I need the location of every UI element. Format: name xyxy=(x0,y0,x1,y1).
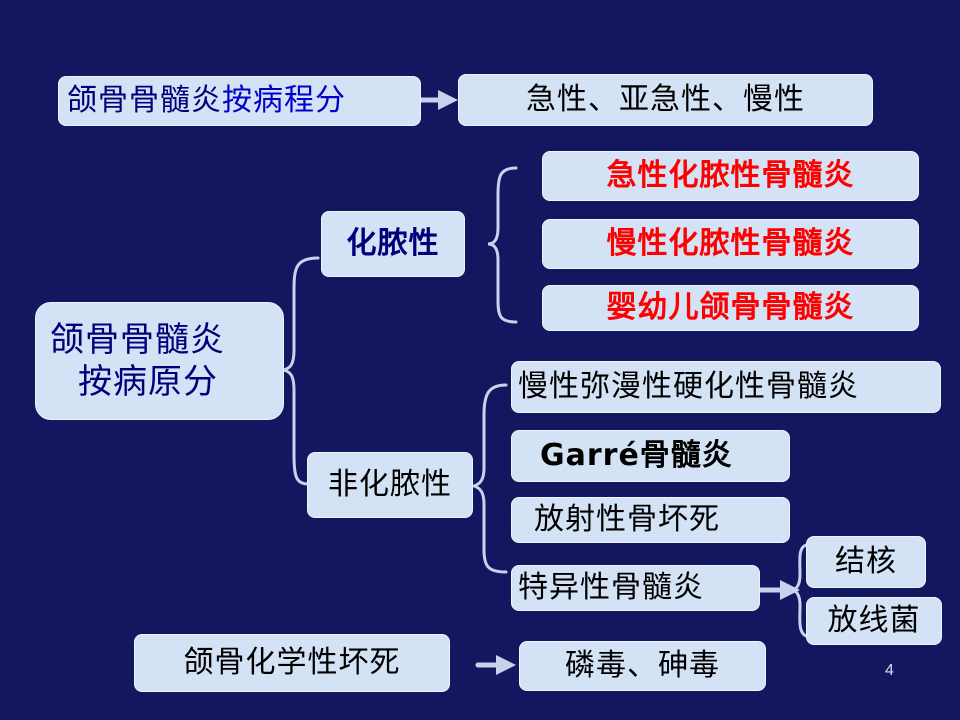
non-suppurative-child-specific-label: 特异性骨髓炎 xyxy=(518,570,704,605)
bracket-suppurative xyxy=(487,166,518,324)
non-suppurative-child-garre-label: Garré骨髓炎 xyxy=(540,438,733,473)
bracket-main xyxy=(279,256,320,486)
non-suppurative-child-radiation-label: 放射性骨坏死 xyxy=(534,502,720,537)
by-course-label: 按病程分 xyxy=(222,83,346,118)
non-suppurative-child-radiation: 放射性骨坏死 xyxy=(511,497,790,543)
chemical-result-box: 磷毒、砷毒 xyxy=(519,641,766,691)
suppurative-label: 化脓性 xyxy=(346,226,440,261)
non-suppurative-label: 非化脓性 xyxy=(328,467,452,502)
suppurative-child-acute-label: 急性化脓性骨髓炎 xyxy=(606,158,855,193)
non-suppurative-child-specific: 特异性骨髓炎 xyxy=(511,565,760,611)
non-suppurative-node: 非化脓性 xyxy=(307,452,473,518)
course-result-box: 急性、亚急性、慢性 xyxy=(458,74,873,126)
main-node-line2: 按病原分 xyxy=(78,362,218,402)
specific-child-tuberculosis: 结核 xyxy=(806,536,926,588)
course-result-text: 急性、亚急性、慢性 xyxy=(526,82,805,117)
jaw-osteomyelitis-label: 颌骨骨髓炎 xyxy=(67,83,222,118)
main-node-line1: 颌骨骨髓炎 xyxy=(50,319,225,360)
chemical-necrosis-label: 颌骨化学性坏死 xyxy=(183,645,401,680)
classification-by-course-box: 颌骨骨髓炎按病程分 xyxy=(58,76,421,126)
non-suppurative-child-garre: Garré骨髓炎 xyxy=(511,430,790,482)
suppurative-child-infant: 婴幼儿颌骨骨髓炎 xyxy=(542,285,919,331)
non-suppurative-child-sclerosing: 慢性弥漫性硬化性骨髓炎 xyxy=(511,361,941,413)
non-suppurative-child-sclerosing-label: 慢性弥漫性硬化性骨髓炎 xyxy=(518,369,859,404)
suppurative-child-acute: 急性化脓性骨髓炎 xyxy=(542,151,919,201)
specific-child-tuberculosis-label: 结核 xyxy=(835,544,897,579)
suppurative-node: 化脓性 xyxy=(321,211,465,277)
suppurative-child-infant-label: 婴幼儿颌骨骨髓炎 xyxy=(606,290,855,325)
chemical-necrosis-box: 颌骨化学性坏死 xyxy=(134,634,450,692)
suppurative-child-chronic-label: 慢性化脓性骨髓炎 xyxy=(606,226,855,261)
chemical-result-text: 磷毒、砷毒 xyxy=(565,648,720,683)
classification-by-cause-box: 颌骨骨髓炎 按病原分 xyxy=(35,302,284,420)
bracket-specific xyxy=(791,543,808,638)
page-number: 4 xyxy=(885,662,894,679)
specific-child-actinomyces: 放线菌 xyxy=(806,597,942,645)
specific-child-actinomyces-label: 放线菌 xyxy=(827,603,921,638)
bracket-nonsuppurative xyxy=(469,383,508,574)
suppurative-child-chronic: 慢性化脓性骨髓炎 xyxy=(542,219,919,269)
